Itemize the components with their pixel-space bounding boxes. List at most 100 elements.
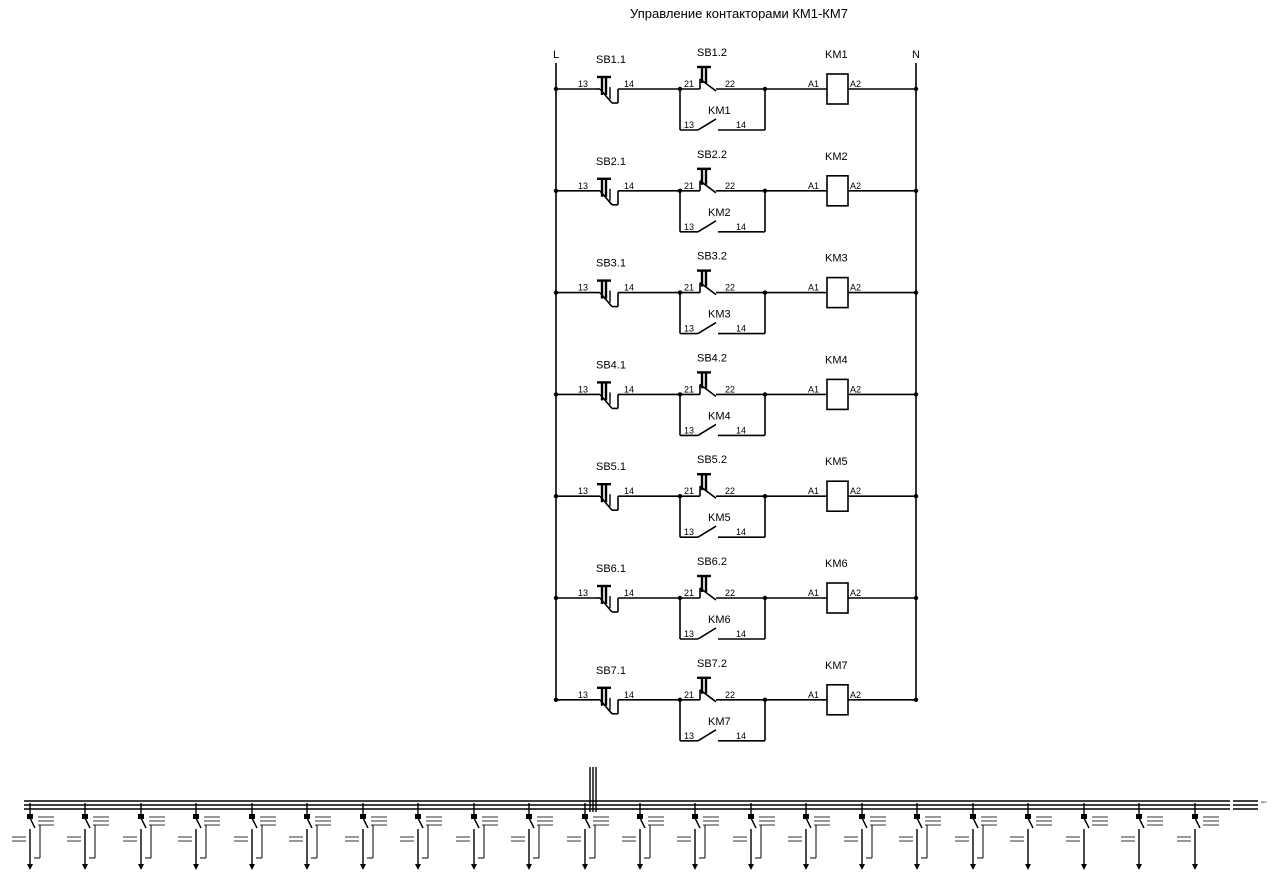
rail-label-n: N bbox=[912, 49, 920, 61]
pin-13: 13 bbox=[578, 181, 588, 191]
pin-13: 13 bbox=[684, 120, 694, 130]
pin-14: 14 bbox=[736, 324, 746, 334]
pin-13: 13 bbox=[684, 527, 694, 537]
contact-blade bbox=[697, 423, 717, 437]
feeder-8 bbox=[400, 803, 442, 870]
coil-label: KM7 bbox=[825, 660, 848, 672]
holding-contact-label: KM1 bbox=[708, 105, 731, 117]
breaker-blade bbox=[1083, 817, 1090, 829]
feeder-arrow bbox=[1192, 864, 1198, 870]
breaker-blade bbox=[1194, 817, 1201, 829]
pin-a1: A1 bbox=[808, 486, 819, 496]
breaker-mark bbox=[138, 814, 144, 819]
contact-blade bbox=[697, 321, 717, 335]
breaker-blade bbox=[140, 817, 147, 829]
feeder-9 bbox=[456, 803, 498, 870]
breaker-mark bbox=[27, 814, 33, 819]
stop-button-label: SB1.2 bbox=[697, 47, 727, 59]
feeder-arrow bbox=[748, 864, 754, 870]
coil-box bbox=[826, 683, 849, 716]
breaker-mark bbox=[859, 814, 865, 819]
feeder-1 bbox=[12, 803, 54, 870]
pin-22: 22 bbox=[725, 690, 735, 700]
feeder-12 bbox=[622, 803, 664, 870]
holding-contact-label: KM3 bbox=[708, 309, 731, 321]
pin-13: 13 bbox=[578, 690, 588, 700]
breaker-blade bbox=[584, 817, 591, 829]
feeder-arrow bbox=[1025, 864, 1031, 870]
feeder-20 bbox=[1066, 803, 1108, 870]
feeder-arrow bbox=[1136, 864, 1142, 870]
stop-button-label: SB6.2 bbox=[697, 556, 727, 568]
breaker-blade bbox=[972, 817, 979, 829]
start-button-label: SB3.1 bbox=[596, 258, 626, 270]
start-button-label: SB5.1 bbox=[596, 461, 626, 473]
breaker-mark bbox=[471, 814, 477, 819]
feeder-arrow bbox=[637, 864, 643, 870]
pin-21: 21 bbox=[684, 283, 694, 293]
feeder-10 bbox=[511, 803, 553, 870]
breaker-blade bbox=[362, 817, 369, 829]
breaker-blade bbox=[417, 817, 424, 829]
pin-14: 14 bbox=[624, 283, 634, 293]
breaker-blade bbox=[1138, 817, 1145, 829]
pin-13: 13 bbox=[578, 79, 588, 89]
breaker-mark bbox=[803, 814, 809, 819]
feeder-arrow bbox=[138, 864, 144, 870]
breaker-mark bbox=[1025, 814, 1031, 819]
start-button-label: SB7.1 bbox=[596, 665, 626, 677]
breaker-blade bbox=[251, 817, 258, 829]
holding-contact-label: KM7 bbox=[708, 716, 731, 728]
pin-22: 22 bbox=[725, 283, 735, 293]
holding-contact-label: KM4 bbox=[708, 410, 731, 422]
feeder-arrow bbox=[82, 864, 88, 870]
breaker-mark bbox=[970, 814, 976, 819]
contact-blade bbox=[697, 627, 717, 640]
pin-21: 21 bbox=[684, 588, 694, 598]
breaker-mark bbox=[1081, 814, 1087, 819]
stop-button-label: SB2.2 bbox=[697, 149, 727, 161]
breaker-blade bbox=[805, 817, 812, 829]
pin-22: 22 bbox=[725, 181, 735, 191]
feeder-arrow bbox=[249, 864, 255, 870]
breaker-blade bbox=[195, 817, 202, 829]
pin-a2: A2 bbox=[850, 588, 861, 598]
breaker-mark bbox=[748, 814, 754, 819]
pin-21: 21 bbox=[684, 690, 694, 700]
contact-blade bbox=[697, 729, 717, 742]
pin-a1: A1 bbox=[808, 283, 819, 293]
coil-box bbox=[826, 378, 849, 411]
feeder-5 bbox=[234, 803, 276, 870]
coil-label: KM2 bbox=[825, 151, 848, 163]
breaker-blade bbox=[306, 817, 313, 829]
diagram-title: Управление контакторами КМ1-КМ7 bbox=[630, 6, 848, 21]
breaker-mark bbox=[415, 814, 421, 819]
pin-14: 14 bbox=[624, 486, 634, 496]
breaker-mark bbox=[526, 814, 532, 819]
feeder-13 bbox=[677, 803, 719, 870]
coil-label: KM6 bbox=[825, 558, 848, 570]
coil-label: KM5 bbox=[825, 456, 848, 468]
pin-14: 14 bbox=[624, 79, 634, 89]
breaker-blade bbox=[473, 817, 480, 829]
pin-a2: A2 bbox=[850, 486, 861, 496]
feeder-arrow bbox=[859, 864, 865, 870]
pin-22: 22 bbox=[725, 486, 735, 496]
pin-14: 14 bbox=[736, 527, 746, 537]
breaker-mark bbox=[1136, 814, 1142, 819]
feeder-arrow bbox=[415, 864, 421, 870]
pin-13: 13 bbox=[684, 629, 694, 639]
feeder-16 bbox=[844, 803, 886, 870]
